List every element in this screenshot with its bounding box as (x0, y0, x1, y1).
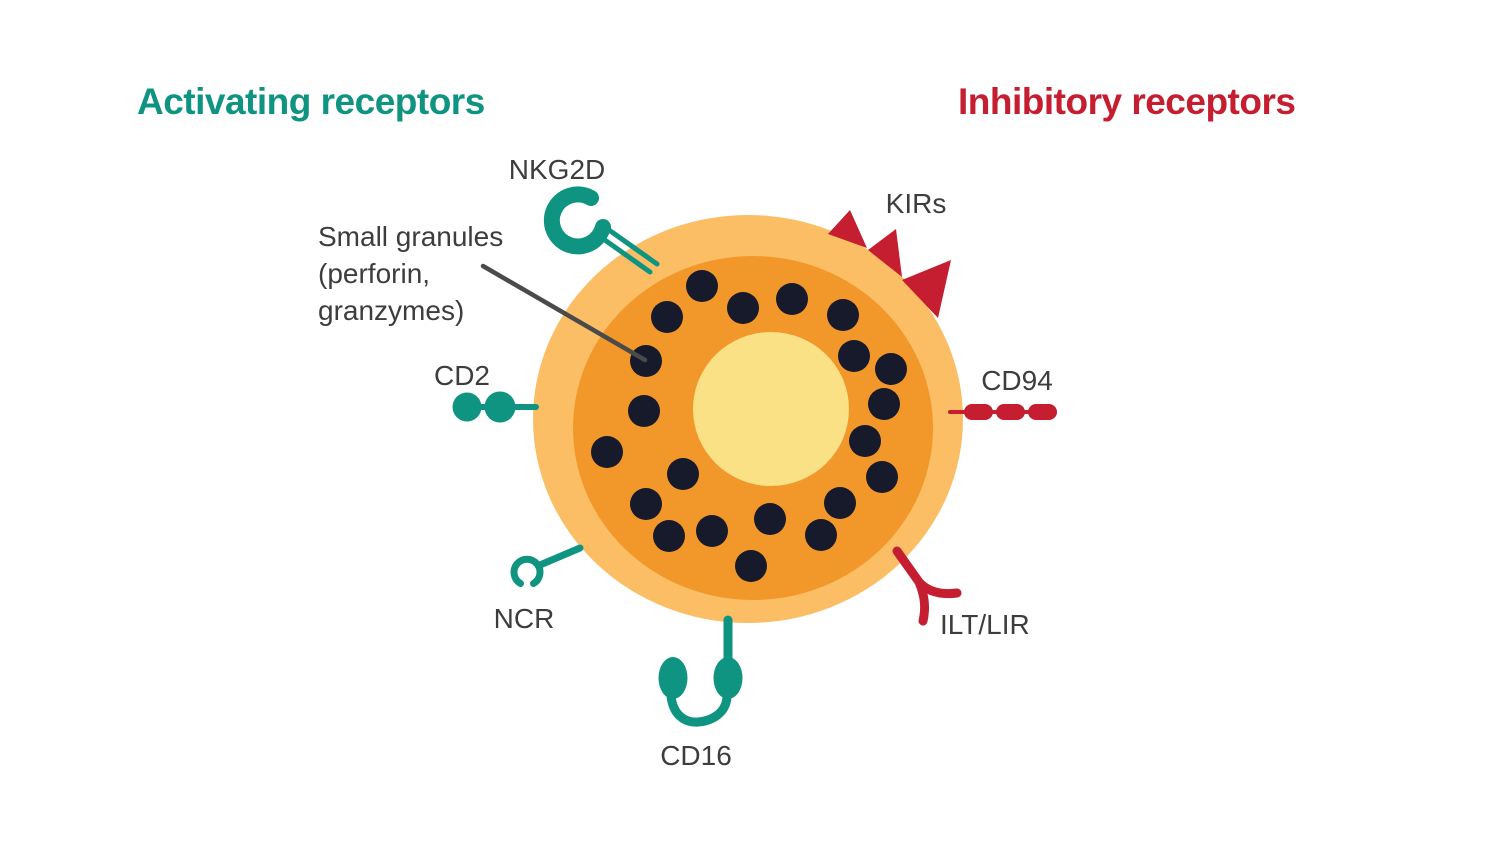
nkg2d-stalk-line-1 (599, 235, 653, 275)
ilt-lir-label: ILT/LIR (940, 609, 1030, 640)
granule-dot (686, 270, 718, 302)
annotation-line-3: granzymes) (318, 295, 464, 326)
granule-dot (868, 388, 900, 420)
ncr-receptor: NCR (494, 544, 584, 634)
nkg2d-label: NKG2D (509, 154, 605, 185)
kir-spike-medium (868, 229, 902, 277)
ilt-lir-receptor: ILT/LIR (892, 546, 1030, 640)
cd94-segment-1 (964, 404, 993, 420)
cd2-bead-inner (484, 391, 516, 423)
granule-dot (754, 503, 786, 535)
ncr-stalk (536, 544, 584, 569)
nkg2d-stalk-line-2 (606, 227, 660, 267)
granule-annotation: Small granules (perforin, granzymes) (318, 221, 503, 326)
granule-dot (667, 458, 699, 490)
granule-dot (630, 488, 662, 520)
granule-dot (727, 292, 759, 324)
kir-spike-large (902, 260, 951, 318)
ilt-lir-shape (892, 546, 962, 626)
cd94-label: CD94 (981, 365, 1053, 396)
nk-cell (533, 215, 963, 623)
granule-dot (653, 520, 685, 552)
granule-dot (591, 436, 623, 468)
granule-pointer-line (480, 263, 648, 363)
granule-dot (824, 487, 856, 519)
granule-dot (838, 340, 870, 372)
cd2-label: CD2 (434, 360, 490, 391)
annotation-line-1: Small granules (318, 221, 503, 252)
kir-spike-small (828, 210, 867, 248)
nkg2d-head (543, 186, 611, 255)
granule-dot (696, 515, 728, 547)
granule-dot (776, 283, 808, 315)
cd94-segment-2 (996, 404, 1025, 420)
cd16-hinge (666, 691, 732, 727)
granule-dot (827, 299, 859, 331)
granule-dot (651, 301, 683, 333)
cd94-receptor: CD94 (948, 365, 1057, 420)
inhibitory-receptors-title: Inhibitory receptors (958, 81, 1295, 122)
granule-dot (875, 353, 907, 385)
cell-nucleus (693, 332, 849, 486)
cd2-receptor: CD2 (434, 360, 539, 423)
granule-dot (866, 461, 898, 493)
granule-dot (628, 395, 660, 427)
kirs-receptor: KIRs (828, 188, 951, 318)
cd16-receptor: CD16 (658, 615, 743, 771)
nkg2d-receptor: NKG2D (509, 154, 660, 275)
granule-dot (805, 519, 837, 551)
annotation-line-2: (perforin, (318, 258, 430, 289)
cd16-label: CD16 (660, 740, 732, 771)
kirs-label: KIRs (886, 188, 947, 219)
activating-receptors-title: Activating receptors (137, 81, 485, 122)
cd16-domain-left (658, 657, 688, 699)
cd94-segment-3 (1028, 404, 1057, 420)
granule-dot (735, 550, 767, 582)
ncr-label: NCR (494, 603, 555, 634)
cd16-domain-right (713, 657, 743, 699)
ncr-head (510, 555, 544, 587)
cd2-bead-outer (452, 392, 482, 422)
granule-dot (849, 425, 881, 457)
